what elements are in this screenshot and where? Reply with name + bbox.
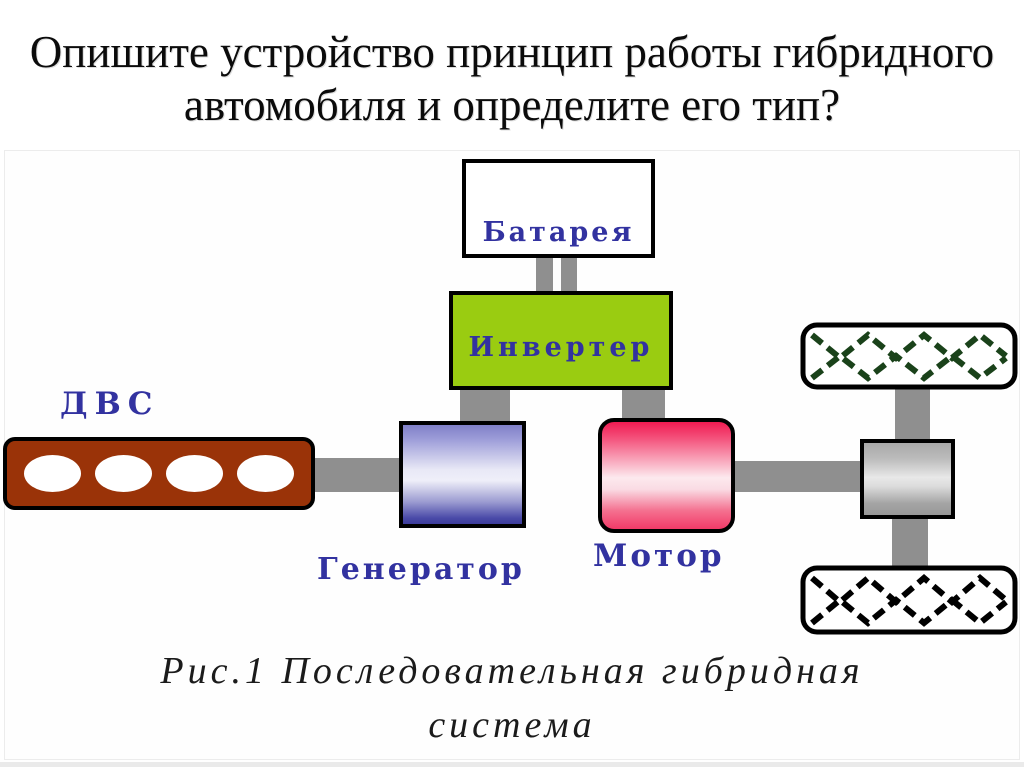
rear-wheel-icon bbox=[800, 565, 1018, 635]
slide-title-line1: Опишите устройство принцип работы гибрид… bbox=[29, 27, 995, 77]
engine-box bbox=[3, 437, 315, 510]
engine-generator-shaft bbox=[312, 458, 402, 492]
battery-cable-right bbox=[561, 256, 577, 293]
engine-cylinder bbox=[166, 455, 223, 492]
axle-rear bbox=[892, 516, 928, 567]
motor-box bbox=[598, 418, 735, 533]
motor-label: Мотор bbox=[593, 538, 725, 574]
slide-bottom-edge bbox=[0, 762, 1024, 767]
battery-box: Батарея bbox=[462, 159, 655, 258]
front-wheel-icon bbox=[800, 322, 1018, 390]
battery-cable-left bbox=[536, 256, 553, 293]
generator-box bbox=[399, 421, 526, 528]
inverter-generator-cable bbox=[460, 388, 510, 423]
generator-label: Генератор bbox=[317, 552, 525, 587]
differential-box bbox=[860, 439, 955, 519]
engine-cylinder bbox=[237, 455, 294, 492]
figure-caption: Рис.1 Последовательная гибридная система bbox=[0, 644, 1024, 752]
engine-cylinder bbox=[24, 455, 81, 492]
slide-title-line2: автомобиля и определите его тип? bbox=[183, 80, 841, 130]
engine-label: ДВС bbox=[60, 386, 160, 422]
inverter-motor-cable bbox=[622, 388, 665, 420]
inverter-box: Инвертер bbox=[449, 291, 673, 390]
figure-caption-line2: система bbox=[428, 704, 596, 746]
battery-label: Батарея bbox=[482, 217, 635, 248]
engine-cylinder bbox=[95, 455, 152, 492]
axle-front bbox=[895, 388, 930, 441]
motor-drive-shaft bbox=[733, 461, 863, 492]
slide-title: Опишите устройство принцип работы гибрид… bbox=[0, 26, 1024, 132]
figure-caption-line1: Рис.1 Последовательная гибридная bbox=[160, 650, 864, 692]
inverter-label: Инвертер bbox=[468, 332, 654, 363]
